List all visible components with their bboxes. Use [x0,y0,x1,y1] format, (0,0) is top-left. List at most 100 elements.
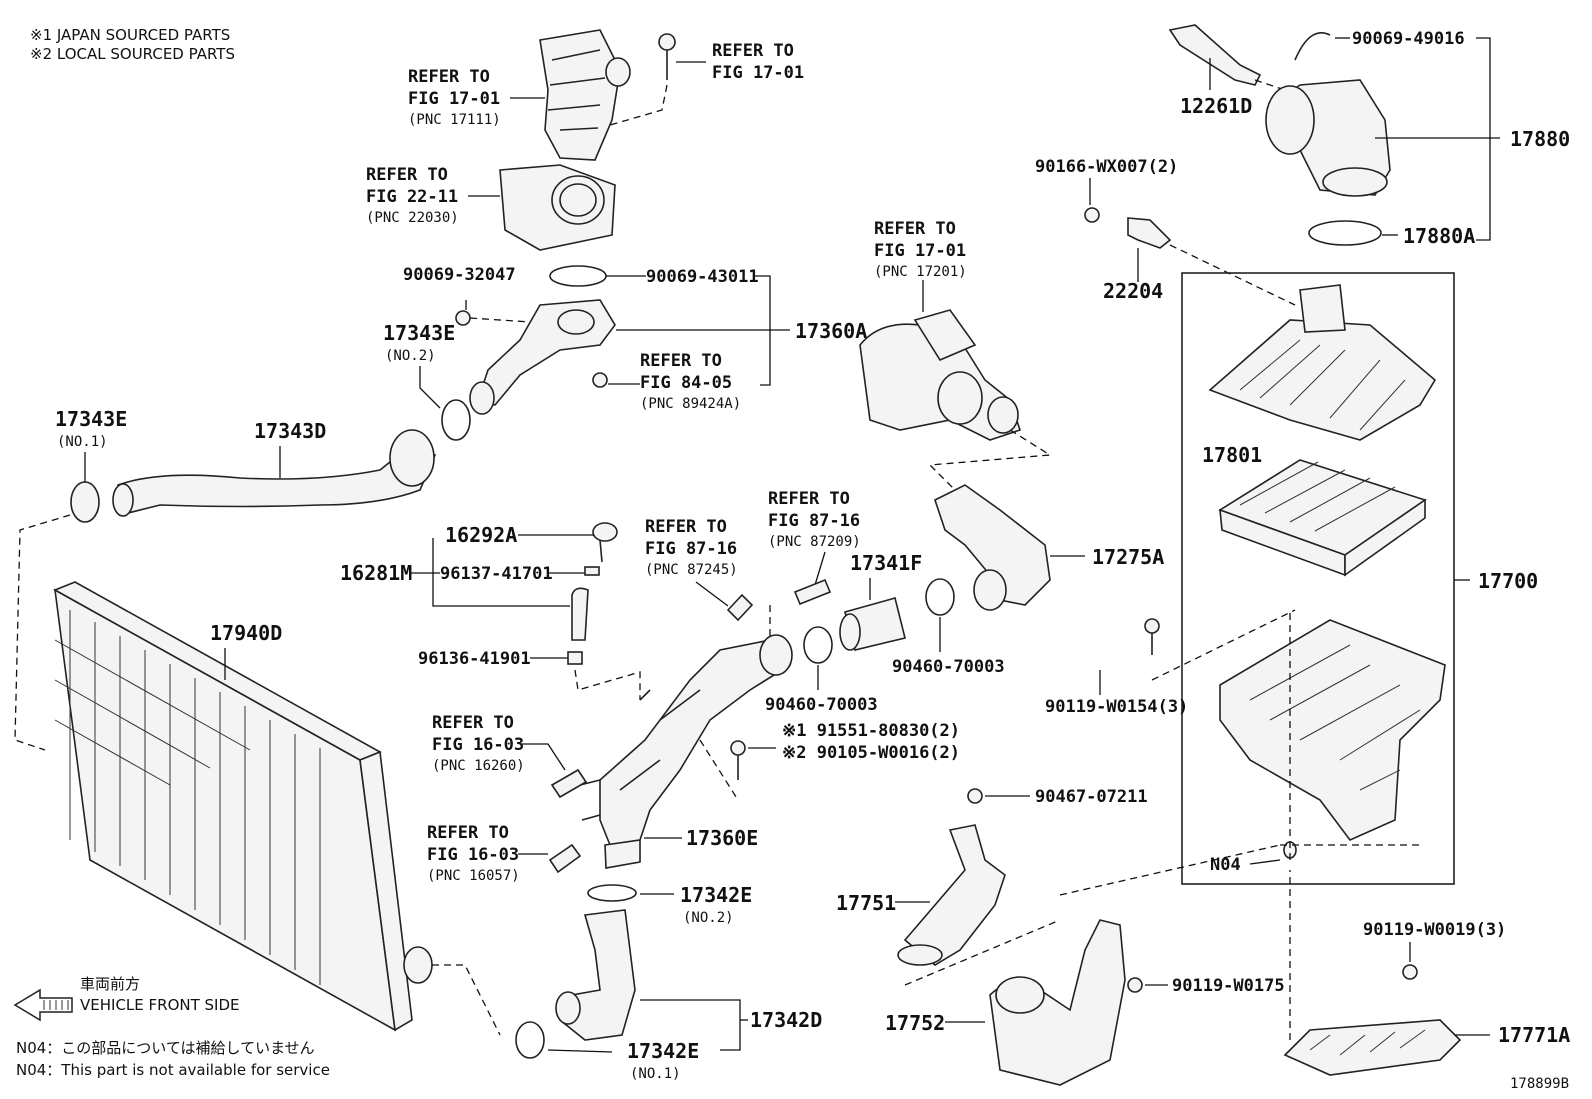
part-17880: 17880 [1510,127,1570,151]
note-n04-en: N04：This part is not available for servi… [16,1061,330,1079]
part-96137-41701: 96137-41701 [440,564,553,584]
part-96136-41901: 96136-41901 [418,649,531,669]
leader-17342e-no1 [547,1049,613,1053]
part-17343E-no2: 17343E [383,321,455,345]
part-17343E-no1-note: (NO.1) [57,434,108,450]
ref2-a: REFER TO [712,41,794,61]
dash-17752 [1059,844,1420,896]
bolt-32047-drawing [455,310,471,326]
intake-manifold-drawing [539,29,631,161]
air-cleaner-case-drawing [1219,619,1446,859]
dash-w0154 [1151,609,1296,681]
hose-87245-drawing [726,593,754,622]
bolt-90119-w0175-drawing [1127,977,1143,993]
part-90105-W0016: ※2 90105-W0016(2) [782,743,960,763]
part-91551-80830: ※1 91551-80830(2) [782,721,960,741]
front-arrow-icon [13,988,73,1022]
front-side-en: VEHICLE FRONT SIDE [80,996,240,1014]
hose-17880-drawing [1265,79,1391,197]
clamp-90460-b-drawing [803,626,833,664]
ref4-b: FIG 17-01 [874,241,966,261]
dash-32047 [469,317,531,323]
hose-17341f-end [839,613,861,651]
clip-96137-drawing [584,566,600,576]
clamp-17880a-drawing [1308,220,1382,246]
part-17342E-no1: 17342E [627,1039,699,1063]
ref3-a: REFER TO [366,165,448,185]
part-17343E-no1: 17343E [55,407,127,431]
part-90119-W0175: 90119-W0175 [1172,976,1285,996]
ref9-a: REFER TO [427,823,509,843]
part-17343D: 17343D [254,419,326,443]
bolt-90166-drawing [1084,207,1100,223]
part-90460-70003-b: 90460-70003 [765,695,878,715]
note-n04-jp: N04：この部品については補給していません [16,1039,315,1057]
hose-17342d-drawing [555,909,636,1041]
cap-stem [599,539,603,563]
leader-ref7 [695,581,729,607]
air-cleaner-cap-drawing [1208,284,1437,441]
dash-16281m [574,669,641,700]
hose-small-drawing [571,587,589,641]
ref3-c: (PNC 22030) [366,210,459,226]
sensor-12261d-drawing [1168,24,1262,86]
hose-16260-drawing [550,768,588,799]
ref1-c: (PNC 17111) [408,112,501,128]
ref2-b: FIG 17-01 [712,63,804,83]
dash-17751 [904,919,1061,986]
sensor-22204-drawing [1127,217,1172,249]
ref3-b: FIG 22-11 [366,187,458,207]
part-17771A: 17771A [1498,1023,1570,1047]
ref1-b: FIG 17-01 [408,89,500,109]
dash-turbo [928,429,1053,491]
part-90069-32047: 90069-32047 [403,265,516,285]
part-N04: N04 [1210,855,1241,875]
ref6-c: (PNC 87209) [768,534,861,550]
ref9-b: FIG 16-03 [427,845,519,865]
bracket-17342d [640,999,741,1051]
hose-16057-drawing [548,843,582,874]
part-17700: 17700 [1478,569,1538,593]
legend-japan: ※1 JAPAN SOURCED PARTS [30,26,230,44]
dash-radiator-hose [14,514,71,751]
gasket-drawing [549,265,607,287]
air-cleaner-frame [1181,272,1455,885]
guide-17771a-drawing [1283,1019,1462,1076]
leader-ref6 [814,551,826,586]
part-90069-49016: 90069-49016 [1352,29,1465,49]
part-17343E-no2-note: (NO.2) [385,348,436,364]
leader-ref8 [520,743,566,771]
bolt-17-01-drawing [609,33,676,126]
front-side-jp: 車両前方 [80,975,140,993]
clip-96136-drawing [567,651,583,665]
part-17275A: 17275A [1092,545,1164,569]
part-17360E: 17360E [686,826,758,850]
ref4-c: (PNC 17201) [874,264,967,280]
bolt-91551-drawing [730,740,746,756]
duct-17752-drawing [989,919,1126,1086]
ref9-c: (PNC 16057) [427,868,520,884]
coolant-pipe-drawing [579,634,793,869]
ref5-a: REFER TO [640,351,722,371]
part-16281M: 16281M [340,561,412,585]
leader-17343e-no2 [419,366,441,409]
part-12261D: 12261D [1180,94,1252,118]
ref1-a: REFER TO [408,67,490,87]
duct-17751-drawing [897,824,1006,966]
part-90467-07211: 90467-07211 [1035,787,1148,807]
ref7-a: REFER TO [645,517,727,537]
bracket-17880 [1476,37,1491,241]
dash-22204 [1169,244,1296,306]
part-17751: 17751 [836,891,896,915]
bolt-90119-w0019-drawing [1402,964,1418,980]
part-17341F: 17341F [850,551,922,575]
part-17342E-no1-note: (NO.1) [630,1066,681,1082]
clamp-17343e-no1-drawing [70,481,100,523]
clamp-17342e-no2-drawing [587,884,637,902]
ref8-b: FIG 16-03 [432,735,524,755]
bolt-90119-w0154-drawing [1144,618,1160,634]
throttle-body-drawing [499,164,616,251]
hose-17275a-drawing [934,484,1051,611]
clamp-17343e-no2-drawing [441,399,471,441]
